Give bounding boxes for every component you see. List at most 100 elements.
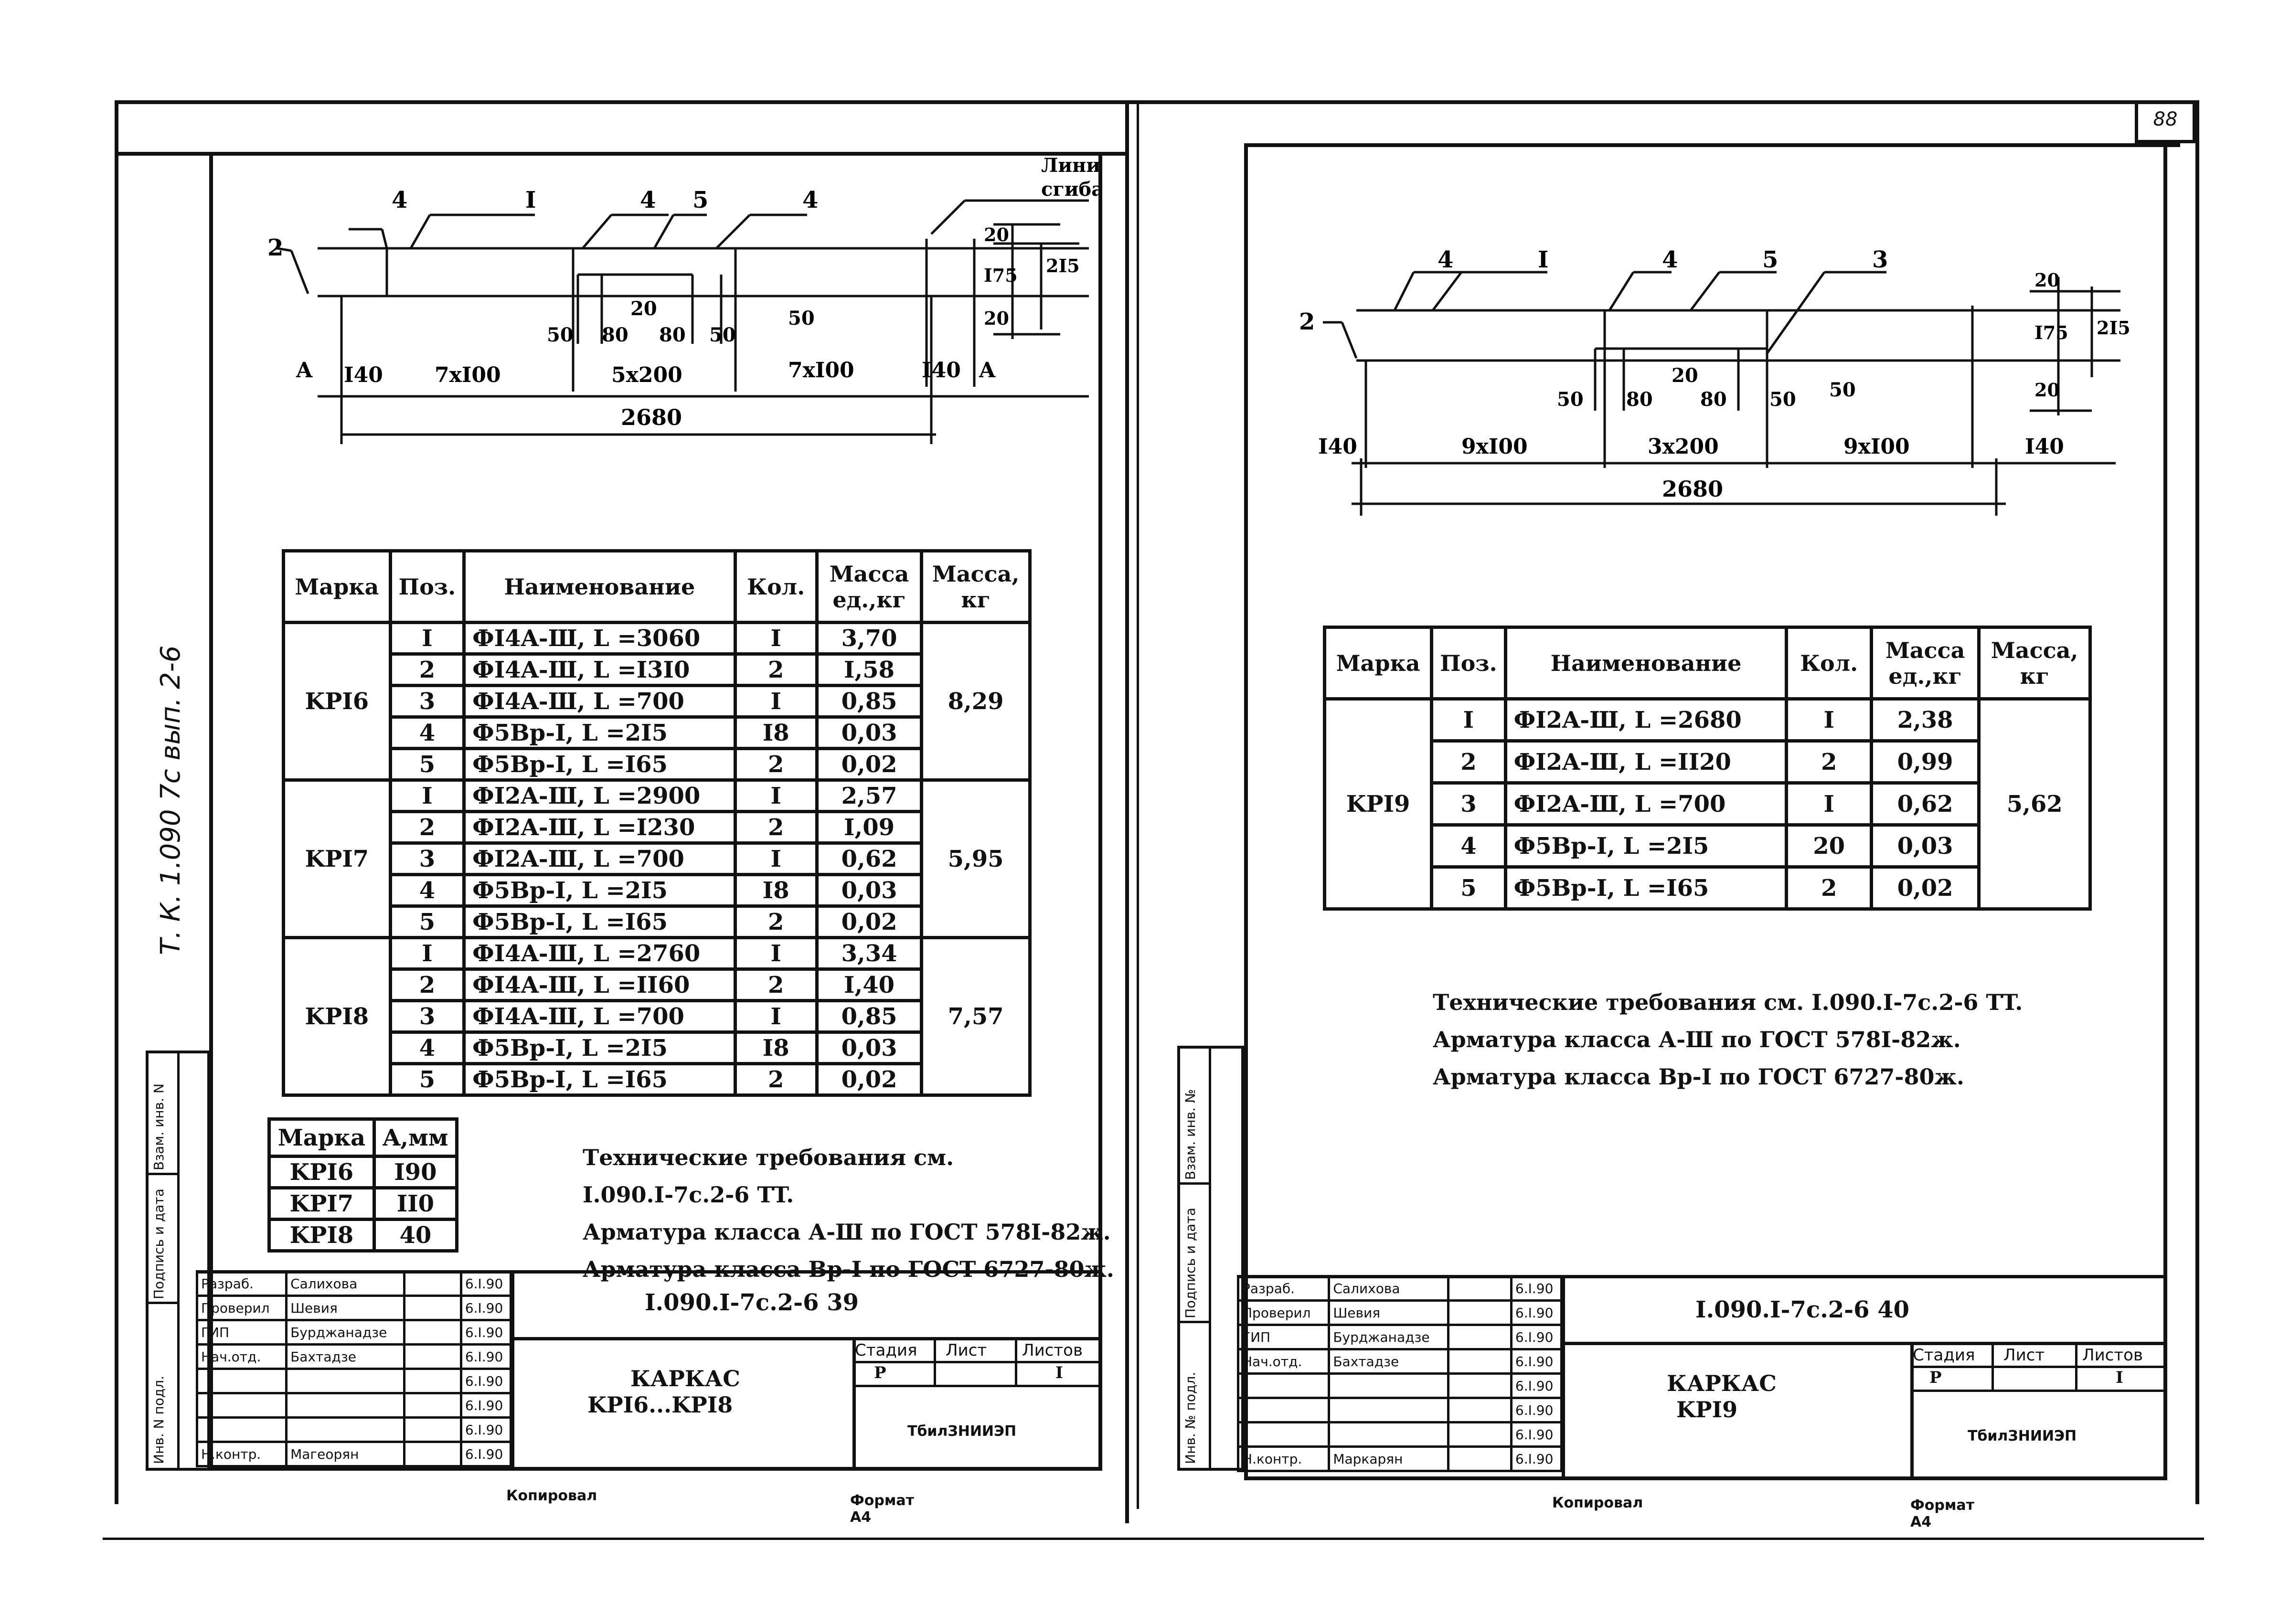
callout-1: I — [525, 187, 536, 213]
tb-sheets-h: Листов — [2082, 1346, 2143, 1365]
sign-role: Нач.отд. — [1236, 1348, 1331, 1375]
cell-qty: I — [733, 999, 819, 1034]
signature-row: 6.I.90 — [1236, 1372, 1563, 1399]
cell-pos: 4 — [1430, 823, 1507, 869]
dim-right-175: I75 — [984, 265, 1018, 286]
callout-1: I — [1538, 246, 1548, 273]
col-name: Наименование — [1503, 626, 1789, 701]
tb-line — [1910, 1342, 1914, 1480]
dim-9x100-right: 9xI00 — [1843, 435, 1910, 459]
sign-date: 6.I.90 — [1510, 1348, 1563, 1375]
cell-pos: I — [388, 778, 466, 813]
dim-inner-50c: 50 — [1829, 379, 1856, 401]
tb-line — [1562, 1342, 2166, 1345]
signature-row: 6.I.90 — [195, 1392, 512, 1419]
cell-qty: I — [733, 778, 819, 813]
callout-5: 5 — [1762, 246, 1778, 273]
right-inner-left — [1244, 143, 1248, 1480]
cell-unit-mass: 0,62 — [815, 841, 924, 876]
cell-unit-mass: 2,57 — [815, 778, 924, 813]
sign-signature — [1447, 1299, 1512, 1326]
sign-signature — [1447, 1421, 1512, 1448]
note-line: Арматура класса А-Ш по ГОСТ 578I-82ж. — [1433, 1027, 1961, 1052]
sign-signature — [1447, 1275, 1512, 1302]
cell-pos: I — [1430, 697, 1507, 743]
dim-inner-50a: 50 — [547, 324, 574, 346]
cell-mark: KPI7 — [282, 778, 392, 939]
cell-unit-mass: 0,62 — [1869, 781, 1981, 827]
sign-date: 6.I.90 — [1510, 1372, 1563, 1399]
cell-name: ФI2A-Ш, L =2680 — [1503, 697, 1789, 743]
right-inner-top — [1244, 143, 2180, 147]
outer-top-line — [115, 100, 2199, 104]
dim-inner-50b: 50 — [709, 324, 736, 346]
a-row-mark: KPI6 — [267, 1155, 376, 1189]
tb-line — [934, 1337, 936, 1385]
left-notes: Технические требования см. I.090.I-7c.2-… — [583, 1139, 1114, 1288]
sign-signature — [1447, 1397, 1512, 1423]
left-inner-left — [209, 152, 213, 1470]
dim-140-right: I40 — [2025, 435, 2064, 459]
left-inner-bottom — [209, 1467, 1102, 1471]
cell-name: ФI4A-Ш, L =700 — [462, 999, 737, 1034]
outer-left-line — [115, 100, 118, 1504]
sign-signature — [403, 1270, 462, 1297]
right-footer-format: Формат А4 — [1910, 1497, 1974, 1530]
tb-line — [1015, 1337, 1017, 1385]
cell-name: Ф5Bp-I, L =2I5 — [1503, 823, 1789, 869]
sign-role: Разраб. — [1236, 1275, 1331, 1302]
sign-name — [285, 1416, 405, 1443]
side-field-sign: Подпись и дата — [1182, 1208, 1198, 1318]
note-line: Арматура класса А-Ш по ГОСТ 578I-82ж. — [583, 1219, 1111, 1245]
cell-mass: 7,57 — [920, 936, 1032, 1097]
sign-role — [195, 1392, 288, 1419]
right-footer-copy: Копировал — [1552, 1495, 1643, 1511]
cell-unit-mass: 0,03 — [815, 873, 924, 908]
col-pos: Поз. — [388, 549, 466, 624]
cell-pos: 3 — [388, 684, 466, 719]
sign-date: 6.I.90 — [459, 1270, 512, 1297]
dim-inner-80b: 80 — [1700, 388, 1727, 411]
side-field-inv: Инв. N подл. — [151, 1376, 167, 1464]
tb-title-2: KPI9 — [1676, 1397, 1738, 1422]
dim-7x100-right: 7xI00 — [788, 358, 854, 382]
cell-name: Ф5Bp-I, L =I65 — [1503, 865, 1789, 911]
sign-name: Шевия — [285, 1295, 405, 1321]
sign-role: Разраб. — [195, 1270, 288, 1297]
tb-code: I.090.I-7c.2-6 40 — [1695, 1296, 1910, 1323]
sign-date: 6.I.90 — [1510, 1275, 1563, 1302]
inner-left-vertical — [1137, 100, 1139, 1509]
section-a-right: A — [979, 358, 996, 382]
tb-title-1: КАРКАС — [1667, 1370, 1777, 1396]
sign-date: 6.I.90 — [459, 1368, 512, 1394]
tb-line — [1237, 1275, 2166, 1278]
cell-pos: I — [388, 621, 466, 656]
tb-sheets: I — [1055, 1363, 1063, 1382]
note-line: Технические требования см. — [583, 1145, 954, 1170]
sign-name — [1328, 1397, 1450, 1423]
cell-name: Ф5Bp-I, L =I65 — [462, 747, 737, 782]
col-mark: Марка — [282, 549, 392, 624]
sign-signature — [403, 1319, 462, 1346]
cell-name: ФI2A-Ш, L =700 — [462, 841, 737, 876]
sign-role — [1236, 1421, 1331, 1448]
cell-mass: 8,29 — [920, 621, 1032, 782]
tb-line — [1910, 1366, 2166, 1368]
sign-date: 6.I.90 — [1510, 1324, 1563, 1350]
section-a-left: A — [296, 358, 313, 382]
cell-pos: 4 — [388, 1030, 466, 1065]
cell-name: ФI4A-Ш, L =3060 — [462, 621, 737, 656]
col-mark: Марка — [1322, 626, 1434, 701]
